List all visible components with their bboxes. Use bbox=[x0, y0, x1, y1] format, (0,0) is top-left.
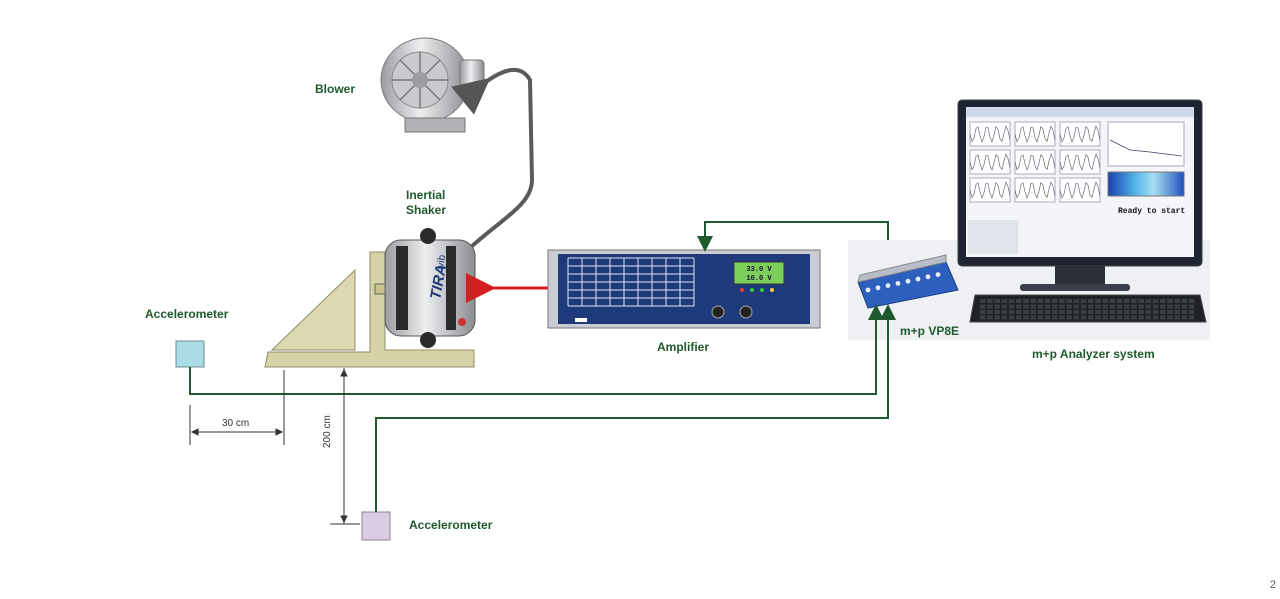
amplifier-knob-left bbox=[711, 305, 725, 319]
shaker-fixture bbox=[264, 251, 475, 368]
dimension-200cm-text: 200 cm bbox=[322, 415, 333, 448]
analyzer-system-label: m+p Analyzer system bbox=[1032, 347, 1155, 361]
inertial-shaker-label: Inertial Shaker bbox=[406, 188, 447, 217]
shaker-brand-suffix: vib bbox=[435, 254, 448, 269]
vp8e-frontend-image bbox=[857, 254, 959, 309]
amplifier-display-line2: 10.0 V bbox=[746, 275, 772, 283]
screen-status-text: Ready to start bbox=[1118, 207, 1185, 216]
accelerometer-2-cable bbox=[375, 304, 896, 512]
amplifier-knob-right bbox=[739, 305, 753, 319]
air-hose bbox=[451, 68, 535, 250]
dimension-200cm bbox=[330, 368, 360, 525]
shaker-brand-text: TIRA bbox=[427, 263, 450, 300]
accelerometer-1-sensor bbox=[175, 340, 205, 368]
amplifier-label: Amplifier bbox=[657, 340, 710, 354]
inertial-shaker-image: TIRA vib bbox=[374, 228, 476, 348]
blower-label: Blower bbox=[315, 82, 356, 96]
dimension-30cm bbox=[189, 370, 285, 445]
accelerometer-1-cable bbox=[189, 304, 884, 395]
accelerometer-2-sensor bbox=[361, 511, 391, 541]
amplifier-image: 33.0 V 10.0 V bbox=[547, 249, 821, 329]
page-number: 2 bbox=[1269, 579, 1276, 591]
accelerometer-2-label: Accelerometer bbox=[409, 518, 493, 532]
dimension-30cm-text: 30 cm bbox=[222, 418, 250, 429]
amplifier-display-line1: 33.0 V bbox=[746, 266, 772, 274]
analyzer-pc-image: Ready to start bbox=[957, 99, 1207, 323]
vp8e-label: m+p VP8E bbox=[900, 324, 960, 338]
accelerometer-1-label: Accelerometer bbox=[145, 307, 229, 321]
blower-image bbox=[380, 37, 485, 133]
